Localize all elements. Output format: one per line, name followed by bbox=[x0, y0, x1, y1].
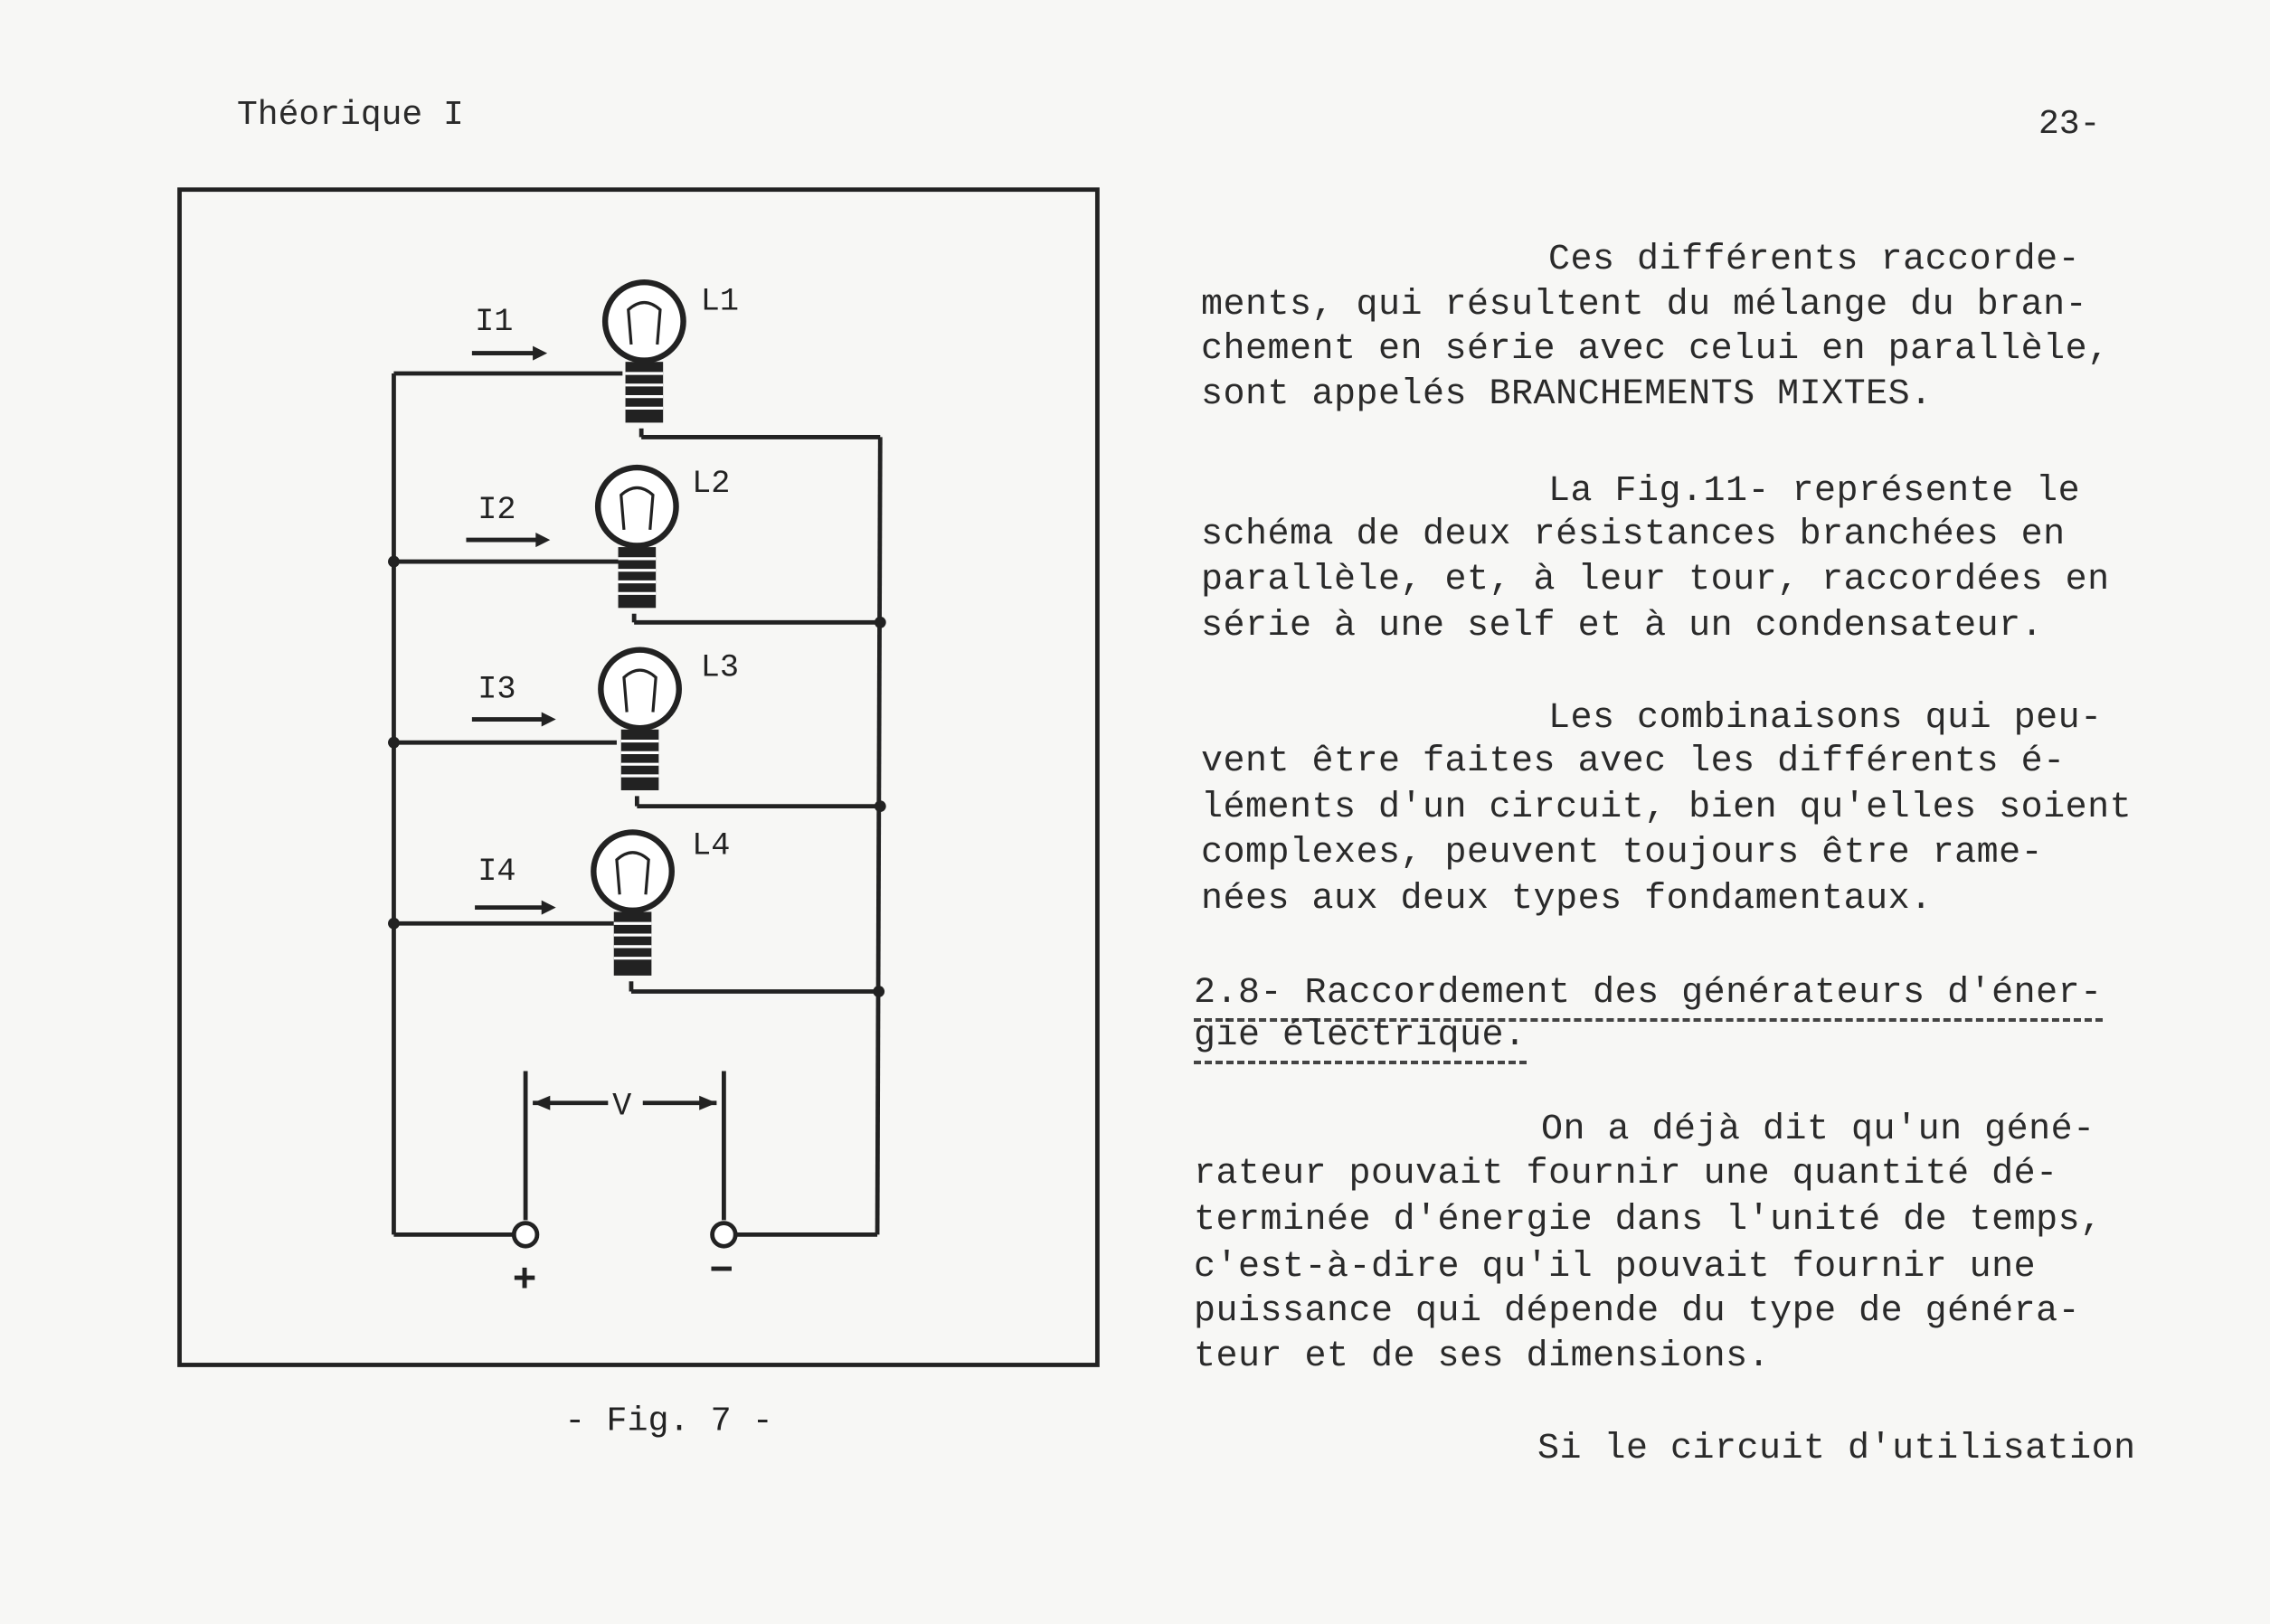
text-line: teur et de ses dimensions. bbox=[1194, 1336, 1771, 1377]
text-line: rateur pouvait fournir une quantité dé- bbox=[1194, 1154, 2058, 1194]
text-line: parallèle, et, à leur tour, raccordées e… bbox=[1201, 560, 2110, 600]
text-line: Les combinaisons qui peu- bbox=[1548, 698, 2103, 739]
text-line: On a déjà dit qu'un géné- bbox=[1541, 1109, 2095, 1150]
text-line: complexes, peuvent toujours être rame- bbox=[1201, 833, 2044, 873]
lamp-1-icon bbox=[601, 279, 686, 423]
circuit-wires bbox=[392, 371, 883, 1237]
figure-frame bbox=[177, 187, 1100, 1367]
text-line: chement en série avec celui en parallèle… bbox=[1201, 329, 2110, 370]
text-line: ments, qui résultent du mélange du bran- bbox=[1201, 285, 2088, 326]
running-header-title: Théorique I bbox=[237, 96, 464, 135]
positive-terminal bbox=[511, 1221, 540, 1249]
current-label-4: I4 bbox=[478, 854, 515, 890]
text-line: terminée d'énergie dans l'unité de temps… bbox=[1194, 1200, 2103, 1241]
plus-sign: + bbox=[513, 1259, 537, 1304]
current-label-1: I1 bbox=[475, 304, 513, 340]
text-line: sont appelés BRANCHEMENTS MIXTES. bbox=[1201, 374, 1933, 415]
page-number: 23- bbox=[2038, 105, 2101, 144]
figure-caption: - Fig. 7 - bbox=[564, 1402, 772, 1441]
section-heading-line: 2.8- Raccordement des générateurs d'éner… bbox=[1194, 971, 2103, 1022]
current-label-3: I3 bbox=[478, 672, 515, 708]
text-line: La Fig.11- représente le bbox=[1548, 471, 2081, 512]
current-arrows bbox=[466, 351, 548, 911]
text-line: c'est-à-dire qu'il pouvait fournir une bbox=[1194, 1247, 2037, 1288]
lamp-label-2: L2 bbox=[692, 466, 730, 502]
current-label-2: I2 bbox=[478, 492, 515, 528]
voltage-label: V bbox=[612, 1089, 631, 1125]
text-line: série à une self et à un condensateur. bbox=[1201, 606, 2044, 647]
lamp-label-3: L3 bbox=[701, 650, 739, 686]
text-line: léments d'un circuit, bien qu'elles soie… bbox=[1201, 788, 2133, 828]
lamp-2-icon bbox=[594, 464, 679, 609]
negative-terminal bbox=[710, 1221, 738, 1249]
lamp-label-4: L4 bbox=[692, 827, 730, 864]
text-line: vent être faites avec les différents é- bbox=[1201, 741, 2066, 782]
text-line: Ces différents raccorde- bbox=[1548, 240, 2081, 280]
text-line: nées aux deux types fondamentaux. bbox=[1201, 879, 1933, 920]
junction-dots bbox=[388, 555, 886, 1110]
lamp-3-icon bbox=[598, 647, 682, 790]
lamp-label-1: L1 bbox=[701, 284, 739, 320]
text-line: puissance qui dépende du type de généra- bbox=[1194, 1291, 2081, 1332]
text-line: Si le circuit d'utilisation bbox=[1537, 1429, 2136, 1469]
lamp-4-icon bbox=[591, 829, 675, 976]
text-line: schéma de deux résistances branchées en bbox=[1201, 515, 2066, 555]
section-heading-line: gie électrique. bbox=[1194, 1014, 1527, 1064]
minus-sign: − bbox=[709, 1250, 733, 1295]
